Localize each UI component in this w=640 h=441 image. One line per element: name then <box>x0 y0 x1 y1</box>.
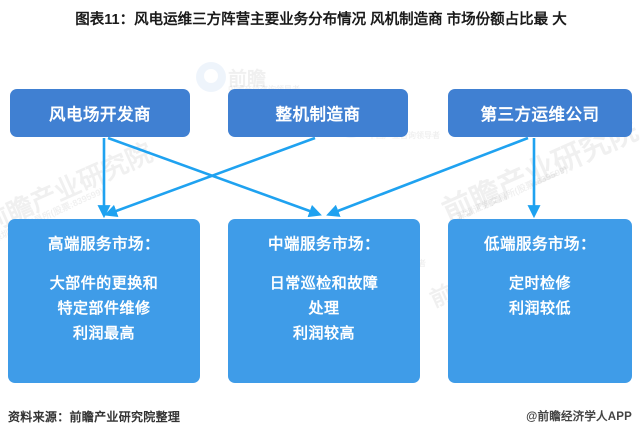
node-third-party-om-company-label: 第三方运维公司 <box>480 106 600 124</box>
edge-developer-to-mid-end <box>107 136 322 218</box>
source-note: 资料来源：前瞻产业研究院整理 <box>8 410 181 424</box>
node-high-end-service-market-line-1: 大部件的更换和 <box>49 275 159 292</box>
node-turbine-manufacturer-label: 整机制造商 <box>275 106 361 124</box>
node-high-end-service-market-line-2: 特定部件维修 <box>57 300 151 317</box>
node-high-end-service-market[interactable]: 高端服务市场： 大部件的更换和 特定部件维修 利润最高 <box>8 219 200 383</box>
node-wind-farm-developer-label: 风电场开发商 <box>49 106 151 124</box>
edge-manufacturer-to-high-end <box>104 136 316 218</box>
page-title-line-1: 图表11：风电运维三方阵营主要业务分布情况 风机制造商 市场份额占比最 <box>75 12 549 28</box>
node-mid-end-service-market-line-2: 处理 <box>308 300 340 317</box>
node-low-end-service-market-line-2: 利润较低 <box>508 300 571 317</box>
node-high-end-service-market-header: 高端服务市场： <box>47 236 160 253</box>
page-title-line-2: 大 <box>552 12 567 28</box>
node-mid-end-service-market[interactable]: 中端服务市场： 日常巡检和故障 处理 利润较高 <box>228 219 420 383</box>
watermark-exchange-right: 深圳证券交易所(股票:839599) <box>455 163 570 222</box>
node-low-end-service-market-line-1: 定时检修 <box>508 275 571 292</box>
page-title: 图表11：风电运维三方阵营主要业务分布情况 风机制造商 市场份额占比最 大 <box>26 10 616 31</box>
node-turbine-manufacturer[interactable]: 整机制造商 <box>228 89 408 137</box>
node-wind-farm-developer[interactable]: 风电场开发商 <box>10 89 190 137</box>
watermark-brand-top: 前瞻 <box>228 69 267 90</box>
credit-note: @前瞻经济学人APP <box>526 411 632 423</box>
node-mid-end-service-market-header: 中端服务市场： <box>267 236 380 253</box>
node-third-party-om-company[interactable]: 第三方运维公司 <box>448 89 632 137</box>
node-mid-end-service-market-line-3: 利润较高 <box>292 325 355 342</box>
node-low-end-service-market-header: 低端服务市场： <box>483 236 596 253</box>
node-low-end-service-market[interactable]: 低端服务市场： 定时检修 利润较低 <box>448 219 632 383</box>
edge-thirdparty-to-mid-end <box>326 136 529 217</box>
node-high-end-service-market-line-3: 利润最高 <box>72 325 135 342</box>
node-mid-end-service-market-line-1: 日常巡检和故障 <box>269 275 379 292</box>
